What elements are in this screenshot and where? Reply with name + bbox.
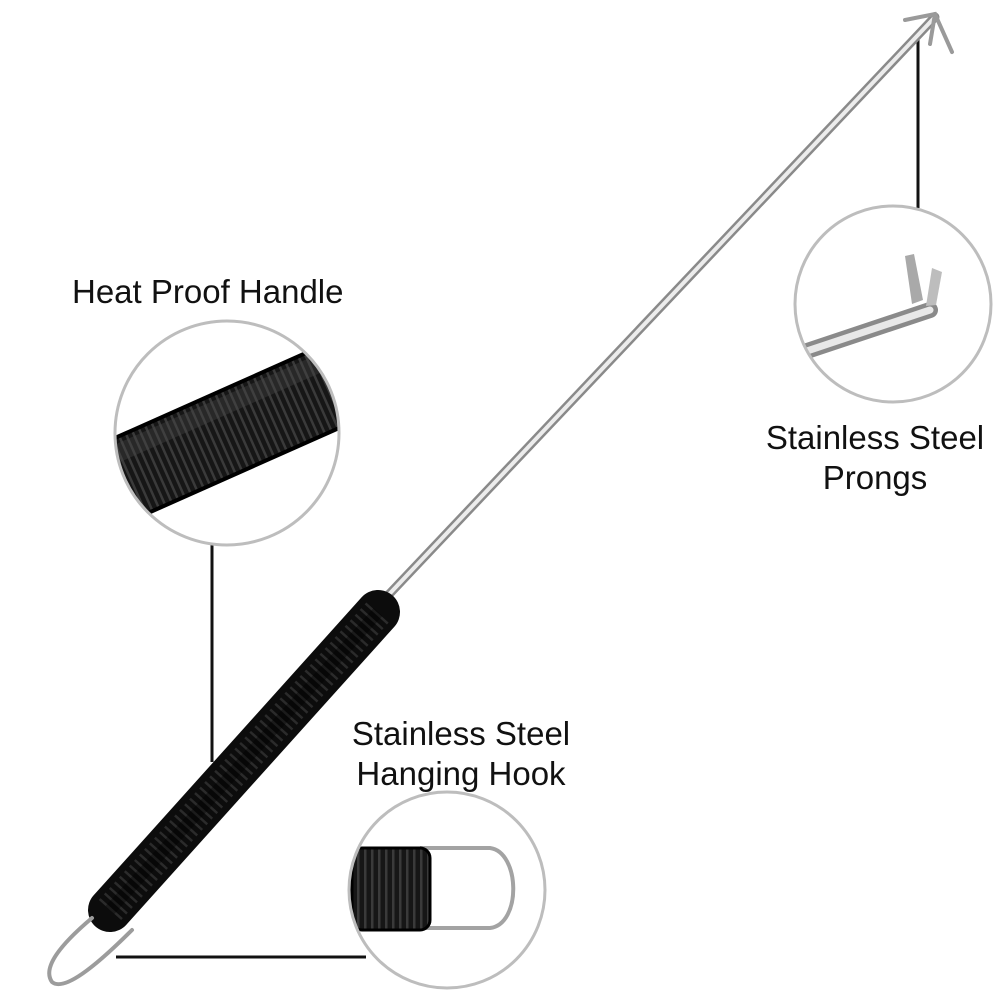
callout-handle-line1: Heat Proof Handle: [72, 273, 344, 310]
leader-lines: [116, 40, 920, 959]
hanging-hook-icon: [47, 916, 134, 987]
callout-stainless-steel-prongs: Stainless Steel Prongs: [750, 418, 1000, 498]
prong-tip-icon: [903, 11, 954, 54]
detail-circle-hook: [347, 790, 547, 990]
detail-circle-handle: [113, 319, 341, 547]
detail-circle-prongs: [793, 204, 993, 404]
callout-hook-line2: Hanging Hook: [356, 755, 566, 792]
callout-prongs-line1: Stainless Steel: [765, 419, 985, 456]
steel-rod: [355, 11, 954, 630]
callout-prongs-line2: Prongs: [822, 459, 928, 496]
callout-hook-line1: Stainless Steel: [351, 715, 571, 752]
ribbed-handle-icon: [88, 590, 400, 932]
callout-heat-proof-handle: Heat Proof Handle: [72, 272, 344, 312]
callout-stainless-steel-hanging-hook: Stainless Steel Hanging Hook: [330, 714, 592, 794]
